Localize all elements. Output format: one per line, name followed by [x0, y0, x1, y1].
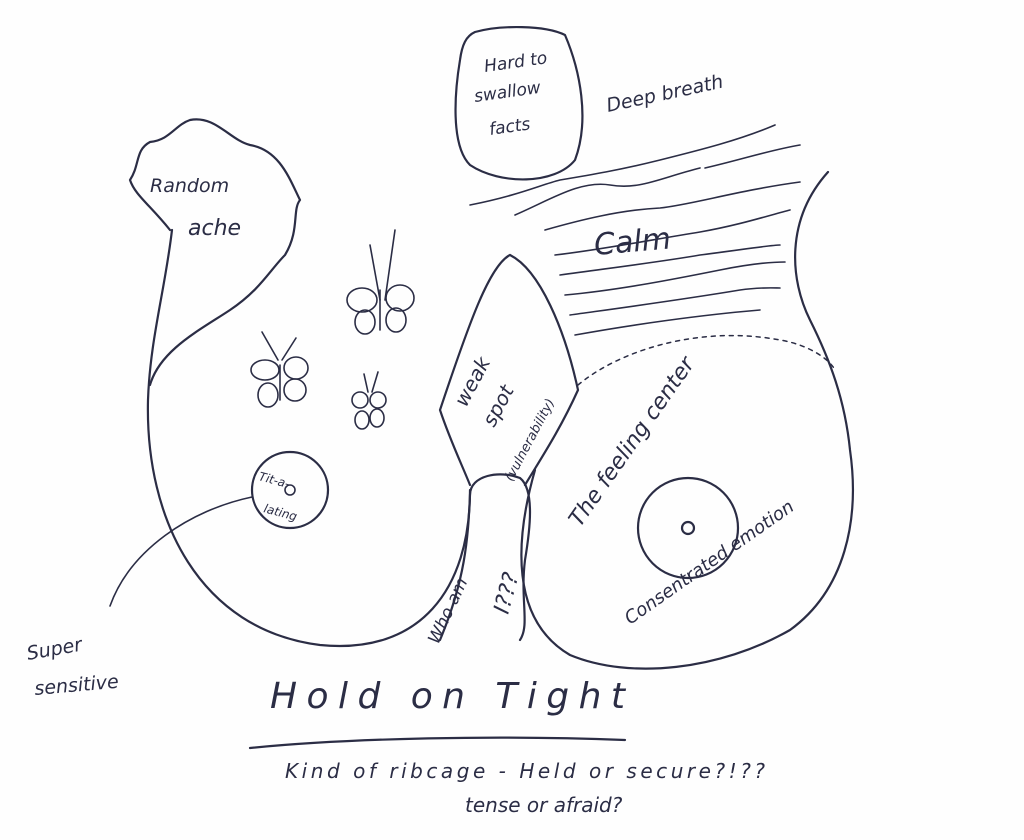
feeling-center-dashed-boundary	[577, 334, 836, 386]
svg-text:(vulnerability): (vulnerability)	[502, 396, 558, 484]
concentrated-emotion-label: Consentrated emotion	[621, 496, 798, 629]
super-sensitive-pointer	[109, 496, 253, 607]
super-sensitive-label-line1: Super	[25, 633, 85, 665]
super-sensitive-label-line2: sensitive	[34, 671, 120, 700]
feeling-center-outline	[520, 170, 854, 670]
hold-on-tight-underline	[248, 736, 627, 750]
butterfly-icon	[250, 331, 309, 408]
calm-breath-lines	[469, 124, 801, 336]
weak-spot-label: weak spot (vulnerability)	[449, 351, 558, 483]
titillating-core	[284, 484, 296, 496]
left-body-outline	[146, 228, 472, 648]
hold-on-tight-label: Hold on Tight	[270, 676, 627, 717]
who-am-i-shape	[438, 473, 532, 642]
feeling-center-label: The feeling center	[564, 351, 701, 531]
random-ache-label-line1: Random	[150, 175, 229, 197]
random-ache-label-line2: ache	[188, 216, 241, 241]
concentrated-emotion-core	[680, 520, 696, 536]
titillating-label-line1: Tit-a-	[257, 469, 291, 491]
weak-spot-shape	[438, 253, 580, 487]
concentrated-emotion-circle	[636, 476, 740, 580]
butterfly-icon	[351, 371, 387, 430]
tense-question: tense or afraid?	[465, 793, 623, 817]
svg-text:swallow: swallow	[473, 78, 542, 107]
deep-breath-label: Deep breath	[604, 71, 725, 117]
calm-label: Calm	[593, 221, 673, 263]
ribcage-question: Kind of ribcage - Held or secure?!??	[285, 759, 765, 783]
svg-text:facts: facts	[488, 114, 532, 140]
svg-text:Hard to: Hard to	[483, 48, 549, 77]
butterfly-icon	[346, 229, 415, 335]
hard-to-swallow-shape	[454, 26, 584, 181]
svg-text:spot: spot	[477, 380, 519, 430]
titillating-circle	[250, 450, 330, 530]
hard-to-swallow-label: Hard to swallow facts	[473, 48, 549, 140]
random-ache-cloud	[128, 118, 302, 387]
who-am-i-label-line2: I???	[490, 570, 525, 617]
